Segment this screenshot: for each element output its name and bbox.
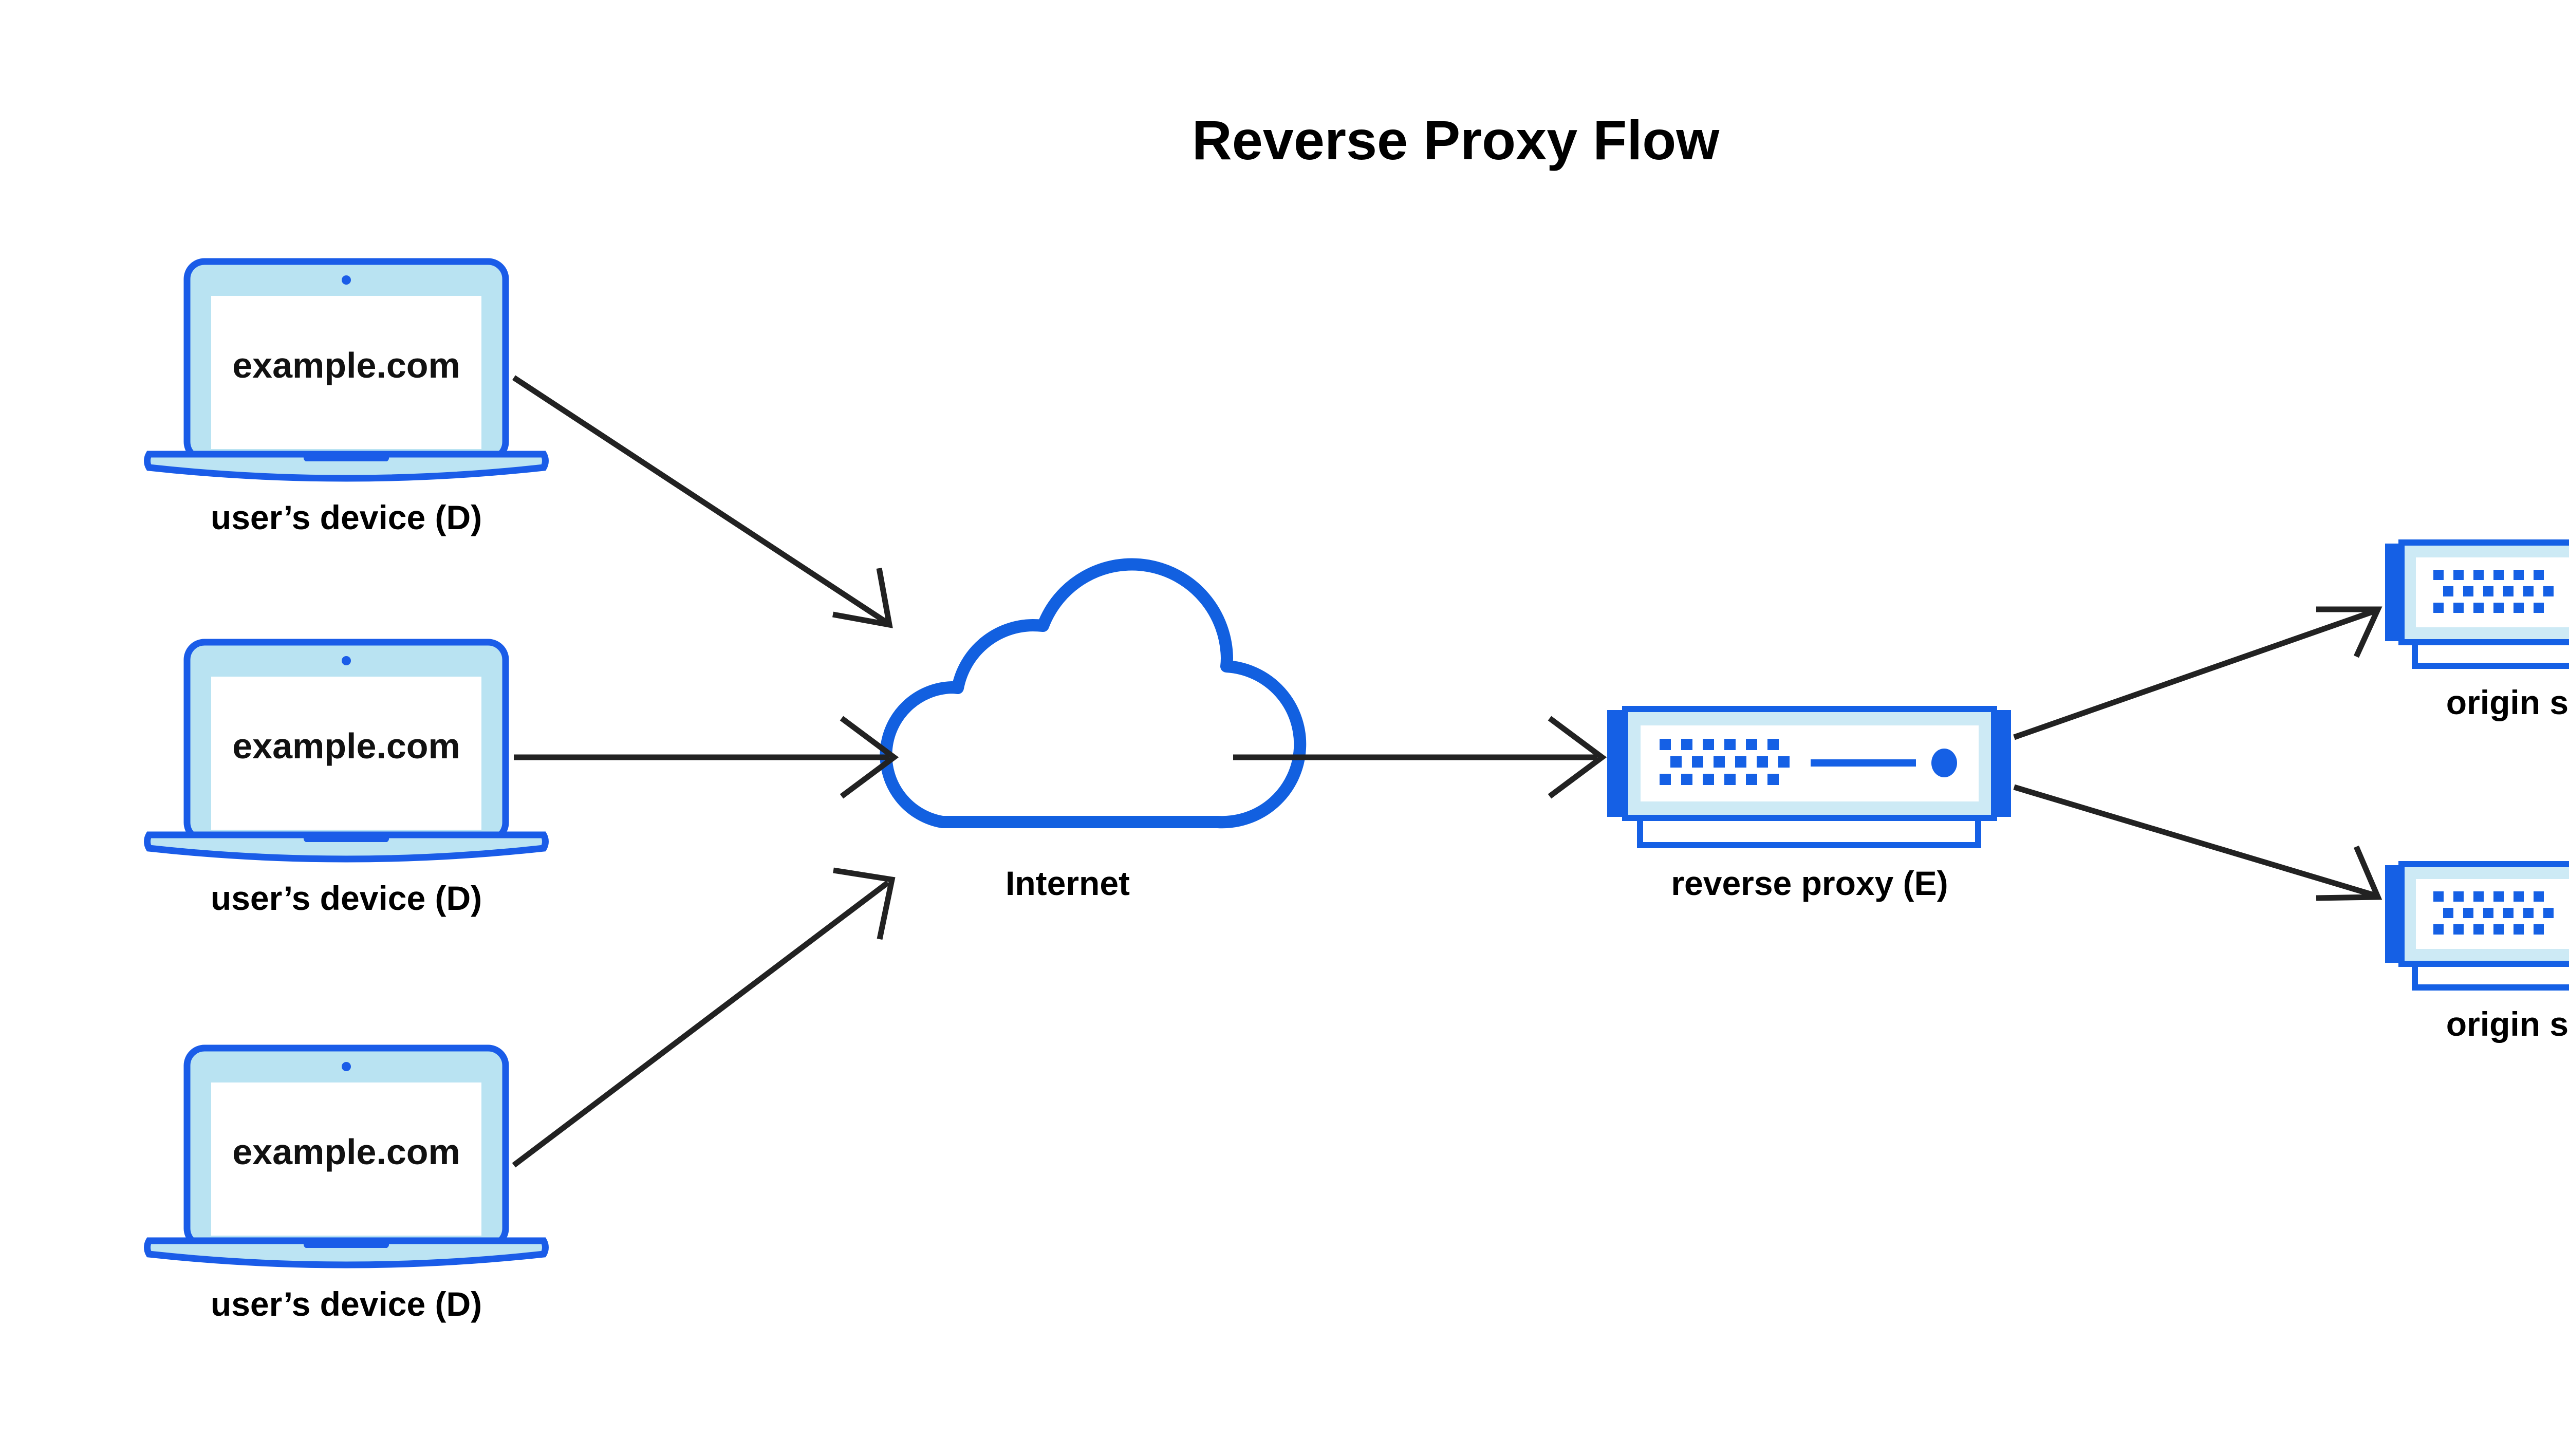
node-label-reverse-proxy: reverse proxy (E) [1671, 864, 1948, 902]
laptop-latch-notch [303, 835, 389, 842]
page-title: Reverse Proxy Flow [1192, 109, 1720, 171]
edge-device-bottom-to-internet [512, 867, 896, 1168]
server-led-grid-icon [2433, 570, 2554, 613]
laptop-screen [211, 677, 481, 830]
laptop-latch-notch [303, 454, 389, 461]
node-label-internet: Internet [1006, 864, 1130, 902]
node-label-device-middle: user’s device (D) [211, 879, 482, 917]
edge-internet-to-proxy [1233, 716, 1607, 799]
laptop-base-outline [144, 451, 549, 482]
node-device-top[interactable]: example.com user’s device (D) [144, 258, 549, 536]
edge-device-middle-to-internet [514, 716, 899, 799]
node-origin-bottom[interactable]: origin server (F) [2385, 861, 2569, 1043]
edge-proxy-to-origin-top [2013, 606, 2382, 740]
cloud-icon [880, 558, 1307, 829]
node-label-device-top: user’s device (D) [211, 498, 482, 536]
node-label-device-bottom: user’s device (D) [211, 1285, 482, 1323]
laptop-latch-notch [303, 1241, 389, 1248]
node-device-middle[interactable]: example.com user’s device (D) [144, 639, 549, 917]
node-internet-cloud[interactable]: Internet [880, 558, 1307, 902]
laptop-screen [211, 1082, 481, 1236]
screen-url-text: example.com [232, 345, 460, 385]
server-faceplate [1641, 725, 1979, 801]
laptop-base-outline [144, 1237, 549, 1268]
server-status-bar-icon [1811, 759, 1916, 767]
server-led-grid-icon [1660, 739, 1790, 785]
screen-url-text: example.com [232, 1132, 460, 1172]
webcam-icon [342, 1062, 351, 1071]
node-reverse-proxy[interactable]: reverse proxy (E) [1607, 706, 2011, 902]
laptop-screen [211, 296, 481, 449]
node-label-origin-top: origin server (F) [2446, 683, 2569, 721]
edge-proxy-to-origin-bottom [2013, 784, 2382, 901]
webcam-icon [342, 275, 351, 285]
laptop-base-outline [144, 831, 549, 863]
node-label-origin-bottom: origin server (F) [2446, 1005, 2569, 1043]
node-origin-top[interactable]: origin server (F) [2385, 539, 2569, 721]
screen-url-text: example.com [232, 726, 460, 766]
node-device-bottom[interactable]: example.com user’s device (D) [144, 1044, 549, 1323]
webcam-icon [342, 656, 351, 665]
server-led-grid-icon [2433, 891, 2554, 935]
server-power-led-icon [1931, 749, 1957, 777]
edge-device-top-to-internet [512, 375, 893, 628]
